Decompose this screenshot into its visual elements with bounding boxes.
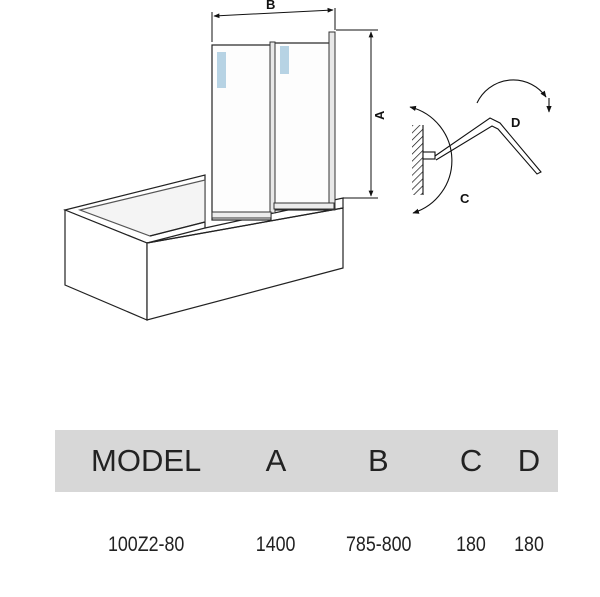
cell-d: 180 (514, 532, 544, 556)
dimension-a-label: A (372, 110, 387, 120)
wall-hatching (412, 125, 423, 195)
spec-table: MODEL A B C D 100Z2-80 1400 785-800 180 … (55, 430, 558, 597)
col-header-b: B (314, 430, 443, 492)
dimension-b-label: B (266, 0, 275, 12)
table-header-row: MODEL A B C D (55, 430, 558, 492)
col-header-model: MODEL (55, 430, 238, 492)
swing-arc-d (476, 79, 547, 104)
table-row: 100Z2-80 1400 785-800 180 180 (55, 492, 558, 597)
glass-reflection-left (217, 52, 226, 88)
rotation-schematic (409, 79, 552, 214)
swing-arc-c (409, 105, 453, 214)
glass-screen (211, 31, 336, 221)
col-header-c: C (442, 430, 500, 492)
cell-a: 1400 (256, 532, 296, 556)
cell-model: 100Z2-80 (107, 532, 185, 556)
rotation-c-label: C (460, 191, 470, 206)
cell-c: 180 (456, 532, 486, 556)
glass-reflection-right (280, 46, 289, 74)
cell-b: 785-800 (345, 532, 412, 556)
col-header-d: D (500, 430, 558, 492)
bathtub (63, 174, 344, 321)
bathscreen-diagram: B A C D (63, 0, 552, 321)
panel-top-view (434, 117, 542, 175)
col-header-a: A (237, 430, 315, 492)
wall-hinge (422, 151, 436, 160)
dimension-a (336, 29, 378, 199)
dimension-b (211, 7, 336, 42)
rotation-d-label: D (511, 115, 520, 130)
